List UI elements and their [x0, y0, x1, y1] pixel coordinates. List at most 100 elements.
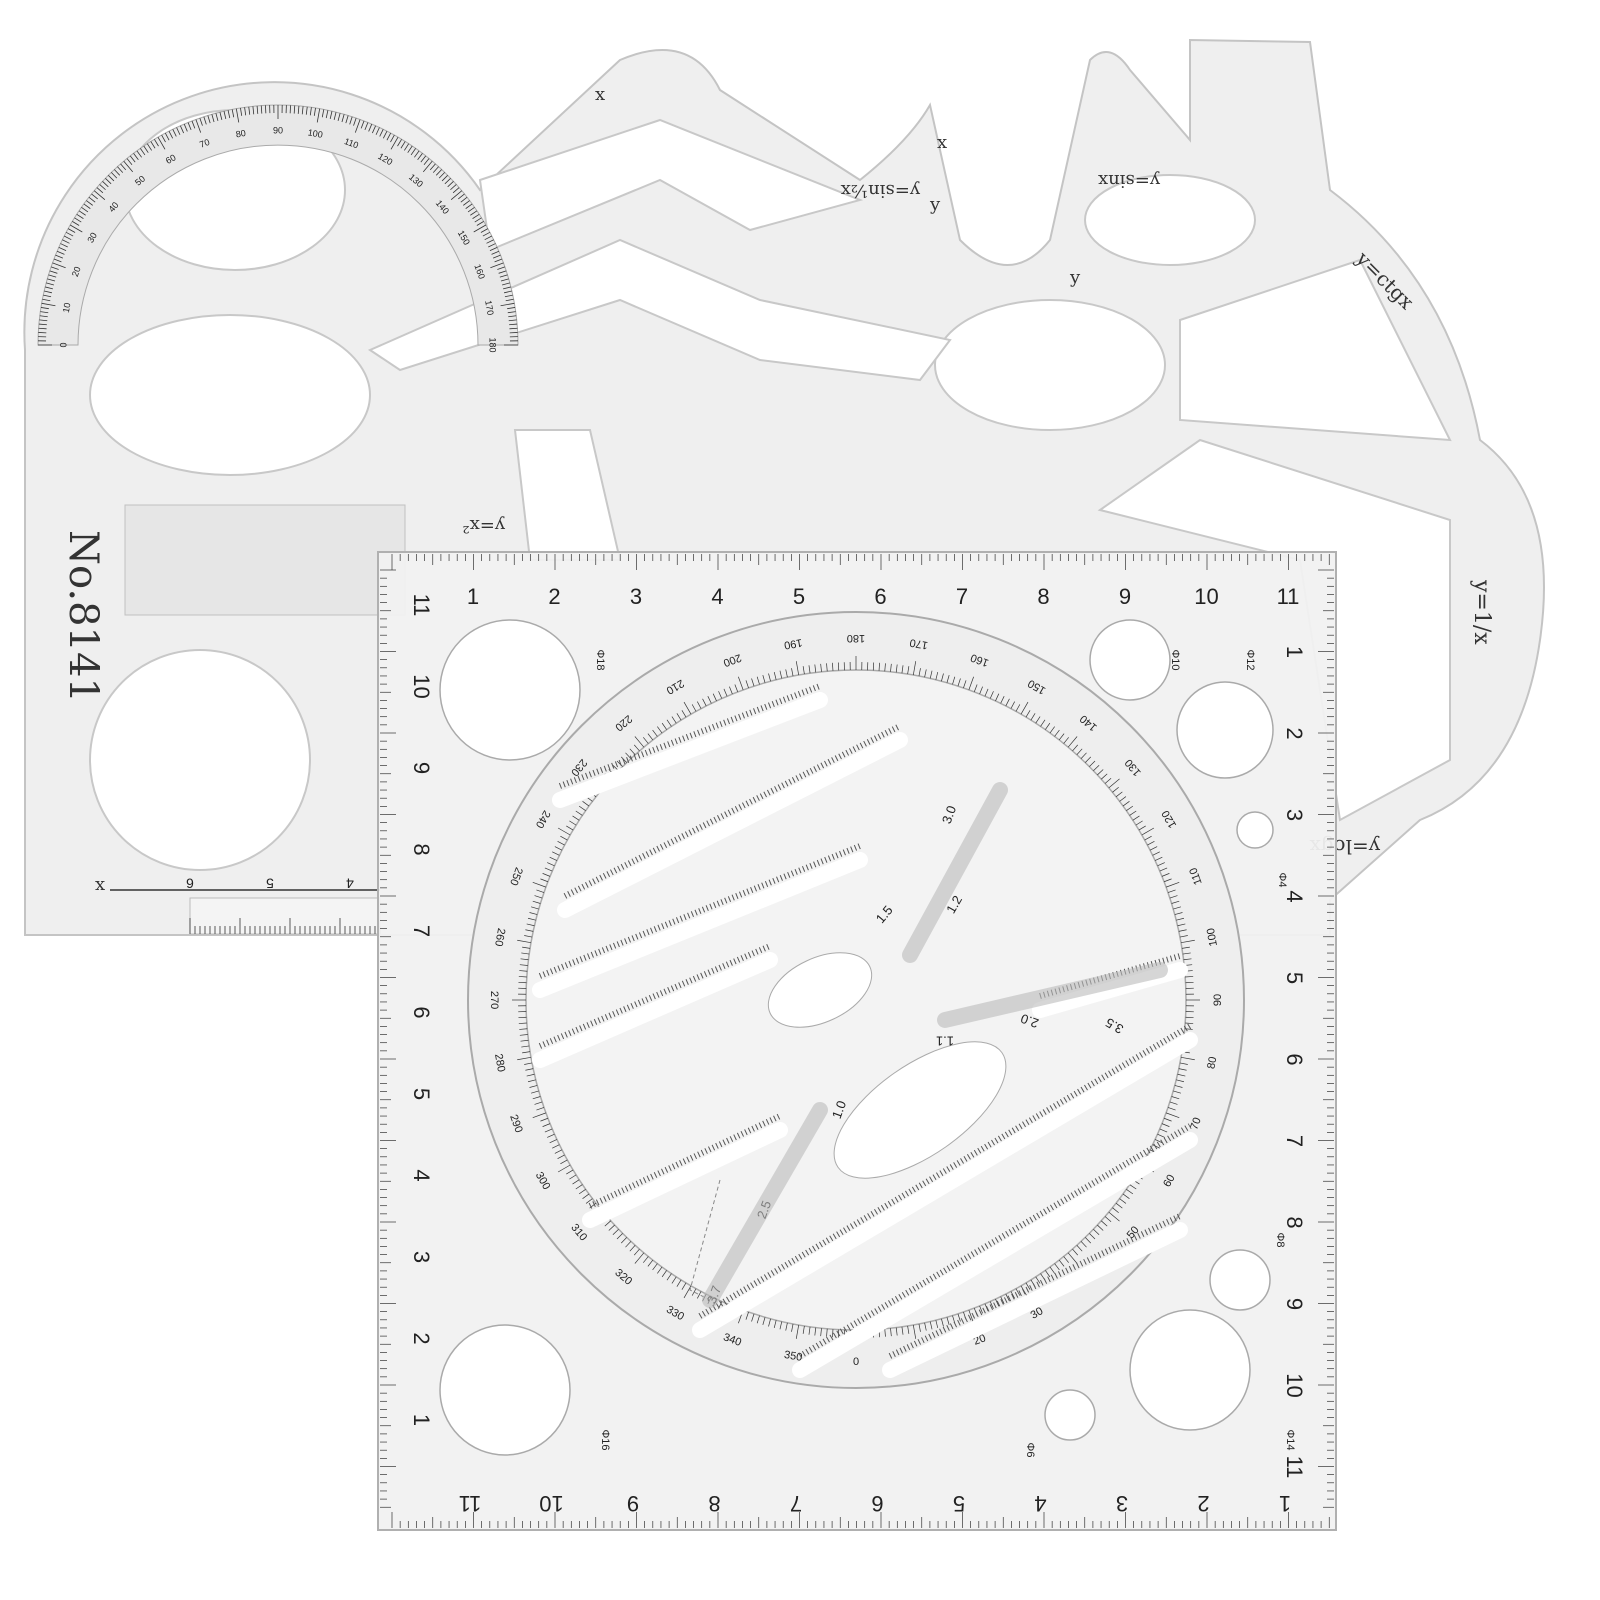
degree-tick — [552, 1144, 560, 1149]
degree-tick — [683, 1285, 692, 1299]
right-ruler-number: 2 — [1282, 727, 1307, 739]
hole-size-label: Φ6 — [1024, 1443, 1036, 1458]
degree-label: 200 — [722, 651, 743, 669]
degree-tick — [935, 671, 939, 680]
tick — [349, 116, 353, 125]
degree-label: 290 — [507, 1113, 525, 1134]
bottom-ruler-number: 9 — [627, 1491, 639, 1516]
tick — [501, 282, 510, 286]
degree-tick — [661, 1270, 668, 1278]
degree-tick — [566, 1169, 574, 1175]
axis-x: x — [937, 132, 947, 153]
degree-tick — [1169, 1101, 1178, 1105]
protractor-label: 70 — [198, 137, 211, 150]
degree-tick — [1176, 1079, 1185, 1083]
degree-tick — [712, 693, 717, 702]
slot-cutout — [557, 732, 908, 918]
hole-size-label: Φ16 — [599, 1429, 611, 1450]
degree-tick — [526, 923, 535, 927]
curve-cutout — [367, 238, 952, 382]
tick — [509, 327, 518, 330]
tick — [60, 243, 68, 248]
degree-tick — [984, 688, 989, 697]
top-ruler-number: 4 — [711, 584, 723, 609]
slot-scale — [888, 1213, 1182, 1359]
degree-tick — [1108, 1211, 1120, 1222]
tick — [76, 213, 84, 219]
degree-tick — [517, 939, 532, 944]
degree-tick — [647, 733, 654, 741]
circle-cutout — [439, 1324, 571, 1456]
degree-label: 100 — [1205, 927, 1220, 947]
bottom-ruler-number: 1 — [1279, 1491, 1291, 1516]
scale-label: 1.0 — [829, 1099, 849, 1121]
tick — [491, 250, 500, 255]
degree-tick — [547, 1133, 555, 1138]
degree-tick — [530, 1090, 539, 1094]
degree-tick — [1104, 1216, 1112, 1223]
hole-size-label: Φ12 — [1244, 649, 1256, 670]
degree-tick — [745, 680, 749, 689]
degree-tick — [534, 895, 543, 899]
degree-tick — [625, 752, 632, 759]
tick — [93, 190, 106, 201]
degree-tick — [968, 1309, 974, 1324]
left-ruler-number: 10 — [409, 674, 434, 698]
tick — [231, 109, 235, 118]
tick — [504, 294, 513, 298]
degree-tick — [1080, 1241, 1087, 1248]
tick — [386, 132, 392, 141]
degree-tick — [762, 674, 766, 683]
degree-tick — [1147, 841, 1155, 846]
tick — [474, 217, 482, 223]
tick — [56, 250, 65, 255]
degree-tick — [634, 1252, 645, 1264]
degree-label: 350 — [783, 1349, 803, 1364]
degree-tick — [1080, 752, 1087, 759]
tick — [301, 106, 304, 115]
degree-tick — [1167, 1107, 1176, 1111]
degree-tick — [1173, 906, 1182, 910]
degree-tick — [802, 1325, 805, 1334]
degree-tick — [808, 1326, 811, 1335]
left-ruler-number: 3 — [409, 1251, 434, 1263]
slot-cutout — [532, 852, 868, 998]
right-ruler-number: 1 — [1282, 646, 1307, 658]
degree-tick — [1129, 1184, 1137, 1190]
tick — [74, 217, 82, 223]
degree-tick — [1010, 1291, 1015, 1299]
tick — [353, 117, 357, 126]
degree-tick — [560, 1159, 568, 1165]
degree-tick — [572, 1179, 580, 1185]
degree-tick — [1132, 815, 1140, 821]
left-ruler-number: 11 — [409, 594, 434, 617]
degree-tick — [1173, 1090, 1182, 1094]
hole-size-label: Φ8 — [1274, 1233, 1286, 1248]
tick — [223, 111, 227, 120]
tick — [503, 286, 511, 290]
tick — [53, 258, 62, 263]
degree-tick — [524, 935, 533, 938]
degree-tick — [1179, 935, 1188, 938]
tick — [507, 307, 516, 310]
degree-tick — [524, 1062, 533, 1065]
degree-tick — [1144, 835, 1152, 841]
degree-tick — [1138, 825, 1146, 831]
degree-label: 170 — [909, 636, 929, 651]
tick — [126, 158, 133, 165]
tick — [161, 134, 166, 143]
degree-tick — [1119, 1198, 1127, 1204]
degree-tick — [929, 1321, 933, 1330]
degree-tick — [1176, 917, 1185, 921]
degree-tick — [529, 1085, 538, 1088]
protractor-label: 180 — [488, 337, 498, 352]
degree-label: 0 — [853, 1356, 859, 1368]
tick — [39, 315, 48, 318]
degree-tick — [1177, 1073, 1186, 1077]
circle-cutout — [89, 649, 311, 871]
degree-tick — [1149, 846, 1158, 851]
tick — [176, 127, 181, 135]
tick — [509, 323, 518, 326]
tick — [172, 129, 177, 137]
degree-tick — [578, 805, 586, 812]
